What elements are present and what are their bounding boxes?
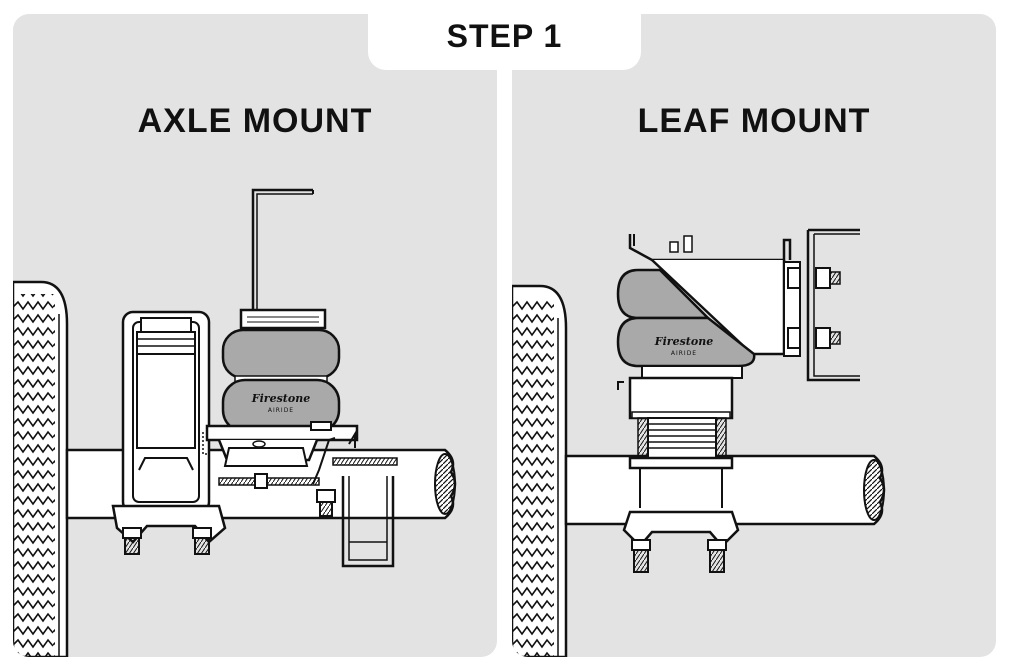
leaf-mount-diagram: Firestone AIRIDE bbox=[512, 228, 886, 657]
airspring-sub: AIRIDE bbox=[268, 407, 294, 414]
bracket-icon bbox=[239, 188, 327, 330]
airspring-brand: Firestone bbox=[654, 335, 713, 348]
tire-tread-icon bbox=[512, 284, 568, 657]
axle-mount-panel: Firestone AIRIDE AXLE MOUNT bbox=[13, 14, 497, 657]
lower-bracket bbox=[202, 421, 398, 517]
air-spring-icon: Firestone AIRIDE bbox=[221, 328, 341, 434]
u-bolt-icon bbox=[341, 476, 395, 568]
airspring-sub: AIRIDE bbox=[671, 350, 697, 357]
u-bolt-icon bbox=[122, 527, 212, 555]
axle-mount-diagram: Firestone AIRIDE bbox=[13, 188, 457, 657]
panel-title-axle-mount: AXLE MOUNT bbox=[137, 102, 373, 140]
leaf-clamp bbox=[111, 310, 227, 544]
leaf-mount-panel: Firestone AIRIDE bbox=[512, 14, 996, 657]
panel-title-leaf-mount: LEAF MOUNT bbox=[637, 102, 871, 140]
airspring-brand: Firestone bbox=[251, 392, 310, 405]
u-bolt-icon bbox=[631, 539, 727, 573]
tire-tread-icon bbox=[13, 280, 69, 657]
lower-bracket bbox=[617, 376, 740, 548]
bracket-icon bbox=[628, 228, 860, 382]
air-spring-icon: Firestone AIRIDE bbox=[616, 268, 756, 379]
axle-tube-icon bbox=[564, 454, 886, 526]
step-label: STEP 1 bbox=[368, 0, 641, 70]
